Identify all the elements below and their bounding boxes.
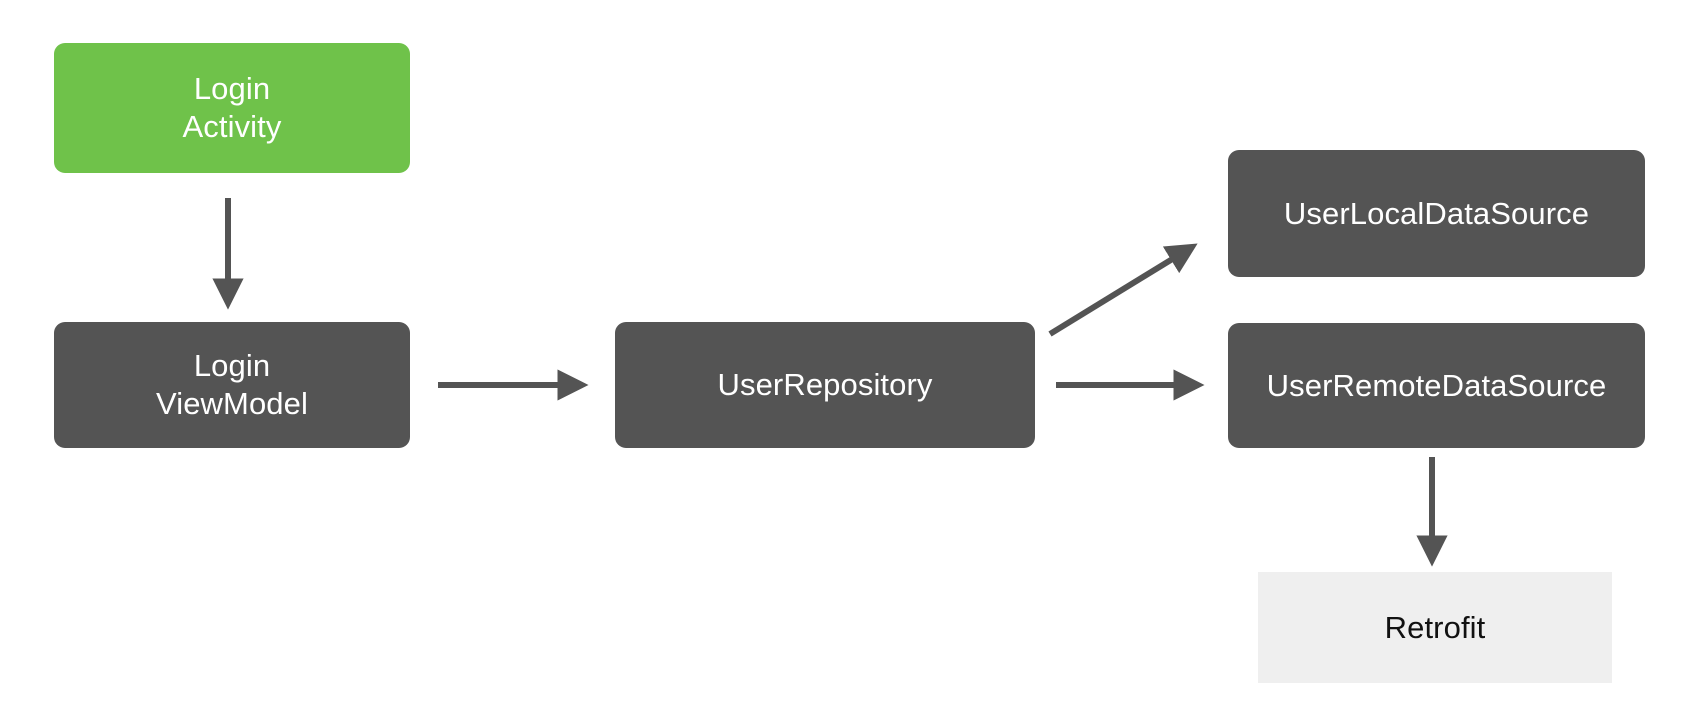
node-login-activity[interactable]: Login Activity xyxy=(54,43,410,173)
node-user-remote-data-source[interactable]: UserRemoteDataSource xyxy=(1228,323,1645,448)
edge-repository-to-local xyxy=(1048,243,1198,337)
node-retrofit[interactable]: Retrofit xyxy=(1258,572,1612,683)
node-login-viewmodel[interactable]: Login ViewModel xyxy=(54,322,410,448)
node-user-local-data-source[interactable]: UserLocalDataSource xyxy=(1228,150,1645,277)
node-user-repository[interactable]: UserRepository xyxy=(615,322,1035,448)
